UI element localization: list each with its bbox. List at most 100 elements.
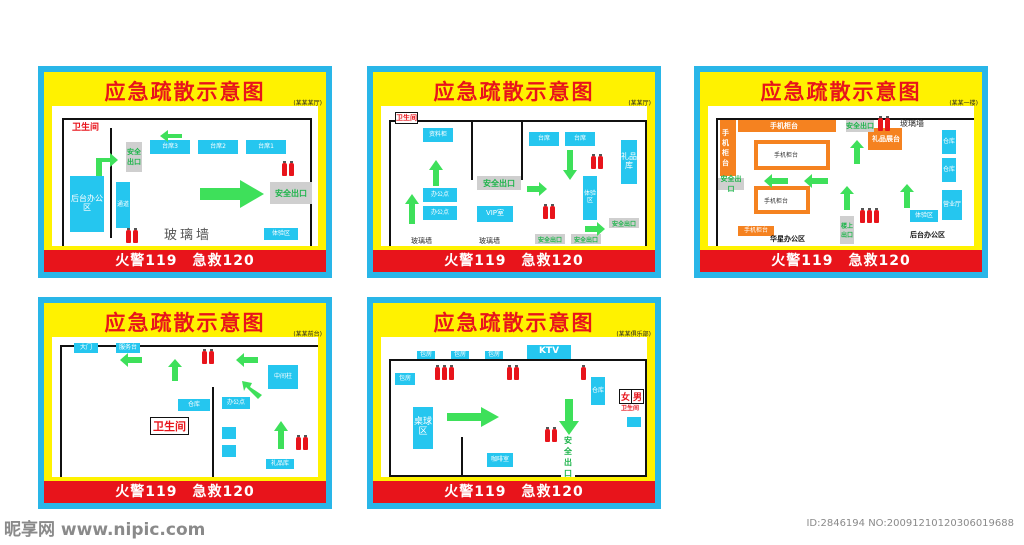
male-restroom-label: 男	[631, 389, 645, 404]
panel-subtitle: (某某一楼)	[949, 100, 978, 107]
panel-title: 应急疏散示意图	[760, 80, 922, 104]
emergency-numbers: 火警119 急救120	[700, 250, 982, 272]
table-a: 台席	[529, 132, 559, 146]
service-counter: 服务台	[116, 343, 140, 353]
store-1: 仓库	[942, 130, 956, 154]
huaxing-office-label: 华星办公区	[770, 235, 805, 243]
fire-extinguisher-icon	[202, 349, 207, 364]
gift-display	[868, 128, 902, 150]
vip-room: VIP室	[477, 206, 513, 222]
private-room-3: 包房	[485, 351, 503, 359]
image-id-watermark: ID:2846194 NO:20091210120306019688	[806, 518, 1014, 529]
panel-board: 应急疏散示意图 (某某俱乐部) KTV 包房 包房 包房 包房 桌球区 咖啡室 …	[373, 303, 655, 503]
evacuation-arrows	[764, 140, 914, 210]
table-b: 台席	[565, 132, 595, 146]
left-exit-sign: 安全出口	[718, 175, 744, 193]
fire-extinguisher-icon	[543, 204, 548, 219]
storage-room: 仓库	[178, 399, 210, 411]
emergency-numbers: 火警119 急救120	[44, 481, 326, 503]
shop-hall: 营业厅	[942, 190, 962, 220]
fire-extinguisher-icon	[867, 208, 872, 223]
gift-display-label: 礼品展台	[872, 135, 900, 143]
main-gate: 大门	[74, 343, 98, 353]
fire-extinguisher-icon	[514, 365, 519, 380]
evacuation-panel-3: 应急疏散示意图 (某某一楼) 手机柜台 手机柜台 手机柜台 手机柜台 手机柜台 …	[694, 66, 988, 278]
floor-plan: 大门 服务台 卫生间 仓库 办公点 中间柱 礼品库	[52, 337, 318, 477]
gift-store: 礼品库	[621, 140, 637, 184]
site-logo: 昵享网 www.nipic.com	[4, 520, 206, 540]
fire-extinguisher-icon	[282, 161, 287, 176]
data-cabinet: 资料柜	[423, 128, 453, 142]
small-room-2	[222, 445, 236, 457]
floor-plan: 手机柜台 手机柜台 手机柜台 手机柜台 手机柜台 礼品展台 安全出口 安全出口 …	[708, 106, 974, 246]
fire-extinguisher-icon	[878, 116, 883, 131]
ktv-room: KTV	[527, 345, 571, 359]
evacuation-panel-4: 应急疏散示意图 (某某前台) 大门 服务台 卫生间 仓库 办公点 中间柱 礼品库	[38, 297, 332, 509]
top-exit-sign: 安全出口	[846, 120, 874, 132]
fire-extinguisher-icon	[591, 154, 596, 169]
table-3: 台席3	[150, 140, 190, 154]
glass-wall-label: 玻璃墙	[164, 228, 213, 243]
backstage-office-label: 后台办公区	[910, 231, 945, 239]
restroom-label: 卫生间	[621, 405, 640, 412]
phone-counter-mid-2	[754, 186, 810, 214]
phone-counter-left	[720, 120, 736, 176]
experience-area: 体验区	[583, 176, 597, 220]
fire-extinguisher-icon	[874, 208, 879, 223]
fire-extinguisher-icon	[289, 161, 294, 176]
restroom-label: 卫生间	[395, 112, 418, 124]
fire-extinguisher-icon	[442, 365, 447, 380]
panel-title: 应急疏散示意图	[104, 80, 266, 104]
phone-counter-mid-1	[754, 140, 830, 170]
phone-counter-bottom: 手机柜台	[738, 226, 774, 236]
cafe: 咖啡室	[487, 453, 513, 467]
phone-counter-mid-2-label: 手机柜台	[764, 198, 789, 205]
store-2: 仓库	[942, 158, 956, 182]
bottom-exit-sign-1: 安全出口	[535, 234, 565, 244]
backstage-office: 后台办公区	[70, 176, 104, 232]
experience-area: 体验区	[910, 210, 938, 222]
panel-title: 应急疏散示意图	[433, 80, 595, 104]
panel-subtitle: (某某前台)	[293, 331, 322, 338]
small-exit-sign: 安全出口	[126, 142, 142, 172]
private-room-2: 包房	[451, 351, 469, 359]
restroom-label: 卫生间	[72, 123, 100, 133]
evacuation-arrows	[120, 353, 288, 449]
fire-extinguisher-icon	[209, 349, 214, 364]
evacuation-panel-5: 应急疏散示意图 (某某俱乐部) KTV 包房 包房 包房 包房 桌球区 咖啡室 …	[367, 297, 661, 509]
phone-counter-left-label: 手机柜台	[722, 129, 729, 167]
evacuation-arrows	[405, 150, 605, 236]
fire-extinguisher-icon	[303, 435, 308, 450]
small-room-icon	[627, 417, 641, 427]
exit-sign: 安全出口	[561, 436, 575, 477]
panel-title: 应急疏散示意图	[104, 311, 266, 335]
panel-title: 应急疏散示意图	[433, 311, 595, 335]
restroom-label: 卫生间	[150, 417, 189, 435]
fire-extinguisher-icon	[296, 435, 301, 450]
fire-extinguisher-icon	[449, 365, 454, 380]
emergency-numbers: 火警119 急救120	[44, 250, 326, 272]
storage-room: 仓库	[591, 377, 605, 405]
panel-board: 应急疏散示意图 (某某一楼) 手机柜台 手机柜台 手机柜台 手机柜台 手机柜台 …	[700, 72, 982, 272]
emergency-numbers: 火警119 急救120	[373, 250, 655, 272]
table-2: 台席2	[198, 140, 238, 154]
glass-wall-label: 玻璃墙	[900, 119, 924, 128]
evacuation-arrows	[447, 399, 579, 435]
phone-counter-top	[738, 120, 836, 132]
floor-plan: KTV 包房 包房 包房 包房 桌球区 咖啡室 女 男 卫生间 仓库 安全出口	[381, 337, 647, 477]
panel-subtitle: (某某厅)	[628, 100, 651, 107]
panel-board: 应急疏散示意图 (某某某厅) 卫生间 安全出口 台席3 台席2 台席1 后台办公…	[44, 72, 326, 272]
glass-wall-label-2: 玻璃墙	[479, 237, 500, 245]
evacuation-panel-2: 应急疏散示意图 (某某厅) 卫生间 资料柜 台席 台席 礼品库 办公点 办公点 …	[367, 66, 661, 278]
emergency-numbers: 火警119 急救120	[373, 481, 655, 503]
phone-counter-mid-1-label: 手机柜台	[774, 152, 799, 159]
fire-extinguisher-icon	[126, 228, 131, 243]
office-1: 办公点	[423, 188, 457, 202]
panel-subtitle: (某某俱乐部)	[616, 331, 651, 338]
phone-counter-top-label: 手机柜台	[770, 122, 798, 130]
office-point: 办公点	[222, 397, 250, 409]
fire-extinguisher-icon	[885, 116, 890, 131]
floor-plan: 卫生间 安全出口 台席3 台席2 台席1 后台办公区 通道 玻璃墙 安全出口 体…	[52, 106, 318, 246]
center-pillar: 中间柱	[268, 365, 298, 389]
fire-extinguisher-icon	[581, 365, 586, 380]
